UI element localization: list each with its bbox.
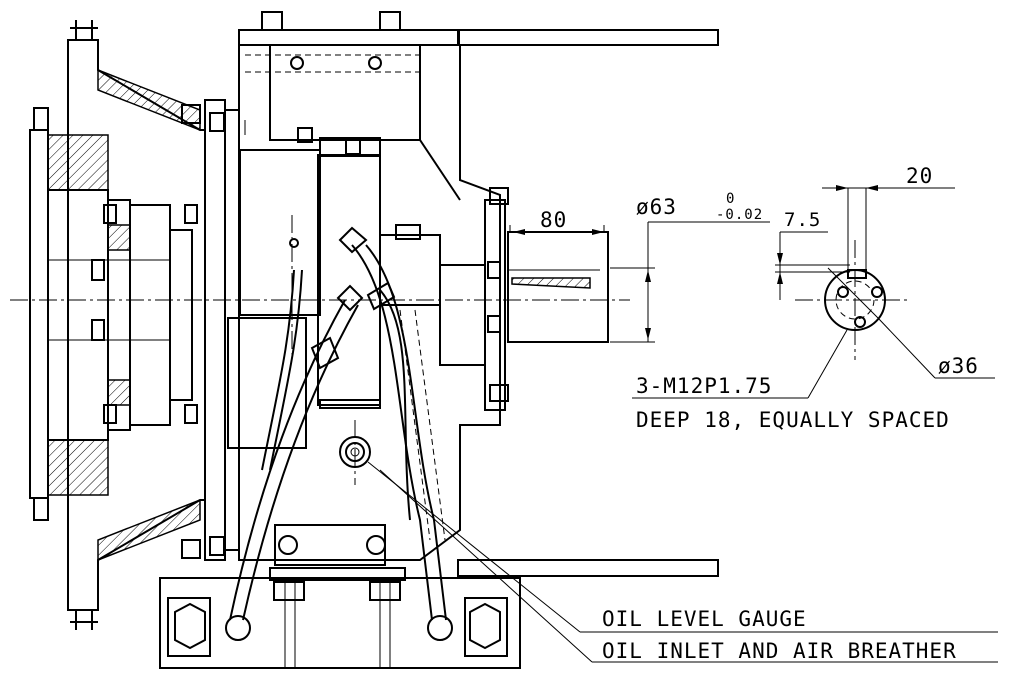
dimension-20: 20 [822, 164, 955, 272]
oil-pipes [229, 226, 447, 621]
oil-inlet-callout: OIL INLET AND AIR BREATHER [244, 120, 998, 663]
shaft-end-view [824, 269, 886, 331]
thread-note-label: DEEP 18, EQUALLY SPACED [636, 408, 950, 432]
dimension-7-5: 7.5 [775, 209, 850, 300]
output-shaft [507, 231, 609, 343]
dim-20-label: 20 [906, 164, 933, 188]
dimension-phi63: ø63 0 -0.02 [610, 191, 770, 343]
thread-spec-label: 3-M12P1.75 [636, 374, 772, 398]
oil-inlet-label: OIL INLET AND AIR BREATHER [602, 639, 957, 663]
dim-tol-lower: -0.02 [716, 207, 763, 223]
dim-phi63-label: ø63 [636, 195, 677, 219]
dim-phi36-label: ø36 [938, 354, 979, 378]
dim-7-5-label: 7.5 [784, 209, 821, 231]
thread-callout: 3-M12P1.75 DEEP 18, EQUALLY SPACED [632, 329, 950, 432]
oil-level-label: OIL LEVEL GAUGE [602, 607, 807, 631]
centerlines [10, 215, 910, 485]
adapter-plate [204, 99, 240, 561]
mounting-base [159, 524, 521, 669]
coupling-flange [29, 107, 193, 521]
dimension-phi36: ø36 [827, 267, 995, 379]
oil-level-callout: OIL LEVEL GAUGE [367, 461, 998, 633]
dim-80-label: 80 [540, 208, 567, 232]
gearbox-body [227, 11, 719, 577]
bell-housing [67, 20, 206, 630]
dimension-80: 80 [509, 208, 605, 235]
dim-tol-upper: 0 [726, 191, 735, 207]
